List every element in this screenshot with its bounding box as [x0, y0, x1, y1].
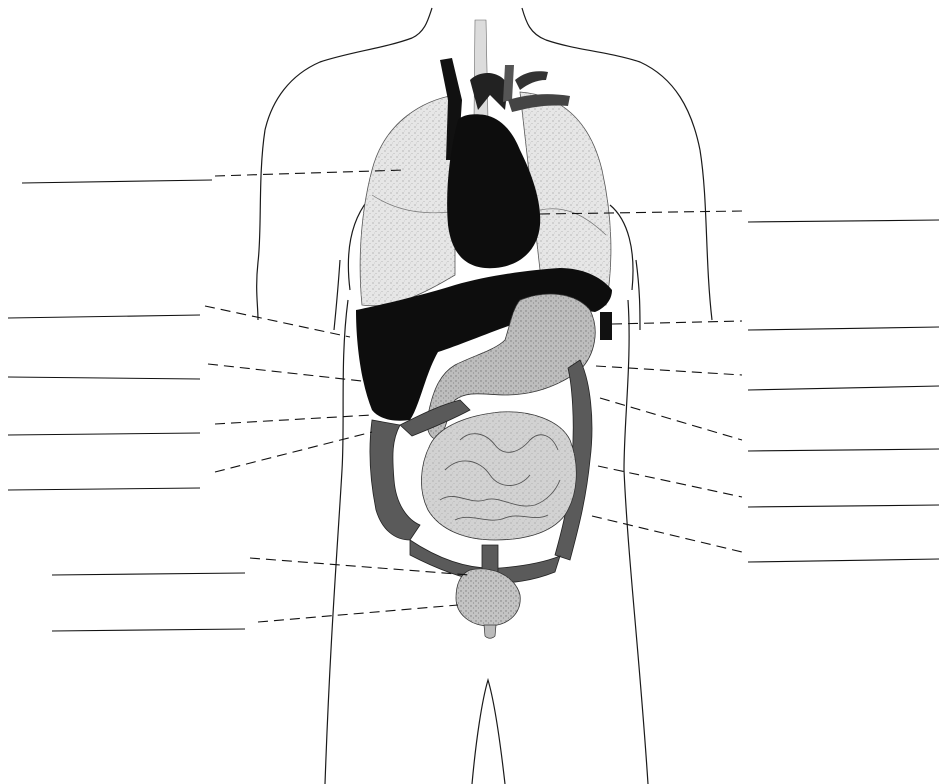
- left-arm-outer: [257, 130, 265, 320]
- right-arm-inner: [636, 260, 640, 330]
- blank-line-1: [22, 180, 212, 183]
- blank-line-11: [748, 559, 939, 562]
- blank-line-5: [8, 377, 200, 379]
- blank-line-10: [748, 505, 939, 507]
- blank-line-9: [8, 488, 200, 490]
- pulmonary-artery-branch: [515, 71, 548, 90]
- leader-line-11: [592, 516, 742, 552]
- leader-line-7: [215, 415, 372, 424]
- spleen: [600, 312, 612, 340]
- blank-line-3: [8, 315, 200, 318]
- neck-left-line: [265, 8, 432, 130]
- leader-line-5: [208, 364, 362, 381]
- small-intestine-stipple: [421, 412, 576, 540]
- leader-line-4: [612, 321, 742, 324]
- left-arm-inner: [334, 260, 340, 330]
- right-flank: [624, 300, 648, 784]
- blank-line-7: [8, 433, 200, 435]
- leader-line-10: [598, 466, 742, 497]
- left-lung-stipple: [360, 95, 455, 306]
- bladder: [456, 569, 520, 639]
- blank-line-2: [748, 220, 939, 222]
- left-carotid: [503, 65, 514, 102]
- ascending-colon: [370, 420, 420, 540]
- right-arm-outer: [700, 150, 712, 320]
- leader-line-6: [596, 366, 742, 375]
- left-flank: [325, 300, 348, 784]
- blank-line-8: [748, 449, 939, 451]
- blank-line-12: [52, 573, 245, 575]
- leader-line-9: [215, 432, 372, 472]
- right-armpit: [610, 205, 633, 290]
- small-intestine: [421, 412, 576, 540]
- leader-line-8: [600, 398, 742, 440]
- blank-line-4: [748, 327, 939, 330]
- crotch-line: [472, 680, 505, 784]
- blank-line-6: [748, 386, 939, 390]
- urethra: [484, 625, 496, 638]
- leader-line-13: [258, 605, 458, 622]
- blank-line-13: [52, 629, 245, 631]
- leader-line-3: [205, 306, 350, 337]
